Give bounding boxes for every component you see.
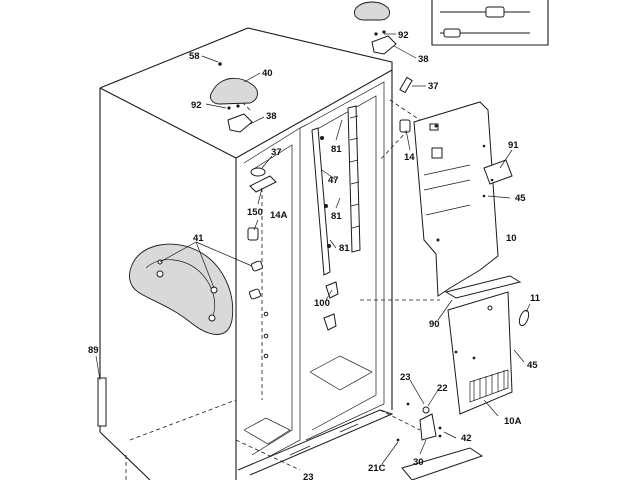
callout-14A: 14A xyxy=(270,210,288,221)
callout-45-upper: 45 xyxy=(515,193,526,204)
side-panel-part xyxy=(129,243,234,335)
callout-23-right: 23 xyxy=(400,372,411,383)
callout-10: 10 xyxy=(506,233,517,244)
callout-10A: 10A xyxy=(504,416,522,427)
callout-14: 14 xyxy=(404,152,415,163)
callout-37-right: 37 xyxy=(428,81,439,92)
callout-92: 92 xyxy=(191,100,202,111)
center-mullion-rails xyxy=(311,105,361,276)
callout-45-lower: 45 xyxy=(527,360,538,371)
hinge-parts xyxy=(209,1,413,133)
callout-30: 30 xyxy=(413,457,424,468)
callout-23-bottom: 23 xyxy=(303,472,314,480)
callout-81-upper: 81 xyxy=(331,144,342,155)
bottom-grille-parts xyxy=(396,402,484,480)
callout-labels: 58 40 92 38 92 38 37 37 14 81 47 81 81 1… xyxy=(88,30,541,480)
callout-90: 90 xyxy=(429,319,440,330)
callout-81-middle: 81 xyxy=(331,211,342,222)
leader-lines xyxy=(95,33,531,465)
callout-81-lower: 81 xyxy=(339,243,350,254)
inset-detail-box xyxy=(431,0,549,46)
callout-91: 91 xyxy=(508,140,519,151)
callout-47: 47 xyxy=(328,175,339,186)
rear-duct-panel xyxy=(413,101,513,297)
callout-58: 58 xyxy=(189,51,200,62)
callout-40: 40 xyxy=(262,68,273,79)
callout-42: 42 xyxy=(461,433,472,444)
callout-150: 150 xyxy=(247,207,263,218)
callout-41: 41 xyxy=(193,233,204,244)
callout-11: 11 xyxy=(530,293,541,304)
callout-21C: 21C xyxy=(368,463,386,474)
callout-22: 22 xyxy=(437,383,448,394)
callout-37-left: 37 xyxy=(271,147,282,158)
callout-100: 100 xyxy=(314,298,330,309)
callout-92-top: 92 xyxy=(398,30,409,41)
lower-rear-cover xyxy=(444,275,530,415)
callout-38: 38 xyxy=(266,111,277,122)
callout-89: 89 xyxy=(88,345,99,356)
callout-38-top: 38 xyxy=(418,54,429,65)
